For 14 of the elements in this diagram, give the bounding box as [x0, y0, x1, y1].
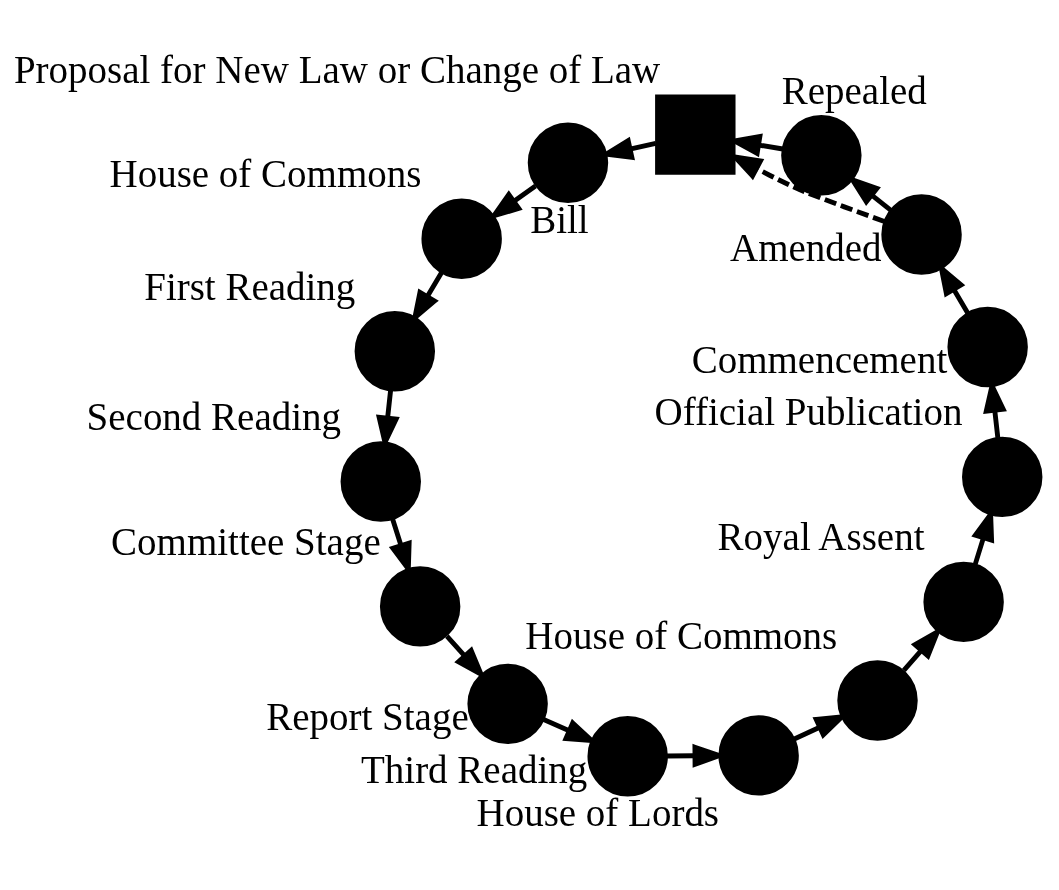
- node-label: First Reading: [144, 264, 356, 308]
- node-label: House of Commons: [109, 152, 422, 196]
- node-label: Proposal for New Law or Change of Law: [13, 47, 661, 91]
- node-label: Amended: [730, 225, 882, 269]
- node-label: Repealed: [781, 68, 927, 112]
- node-label: Royal Assent: [717, 515, 925, 559]
- node-label: Second Reading: [86, 394, 342, 438]
- node-label: Bill: [530, 197, 589, 241]
- node-label: Committee Stage: [111, 519, 381, 563]
- node-label: Commencement: [691, 338, 948, 382]
- node-label: Official Publication: [654, 390, 963, 434]
- node-label: Third Reading: [361, 747, 588, 791]
- node-label: House of Commons: [525, 613, 838, 657]
- node-label: Report Stage: [266, 695, 469, 739]
